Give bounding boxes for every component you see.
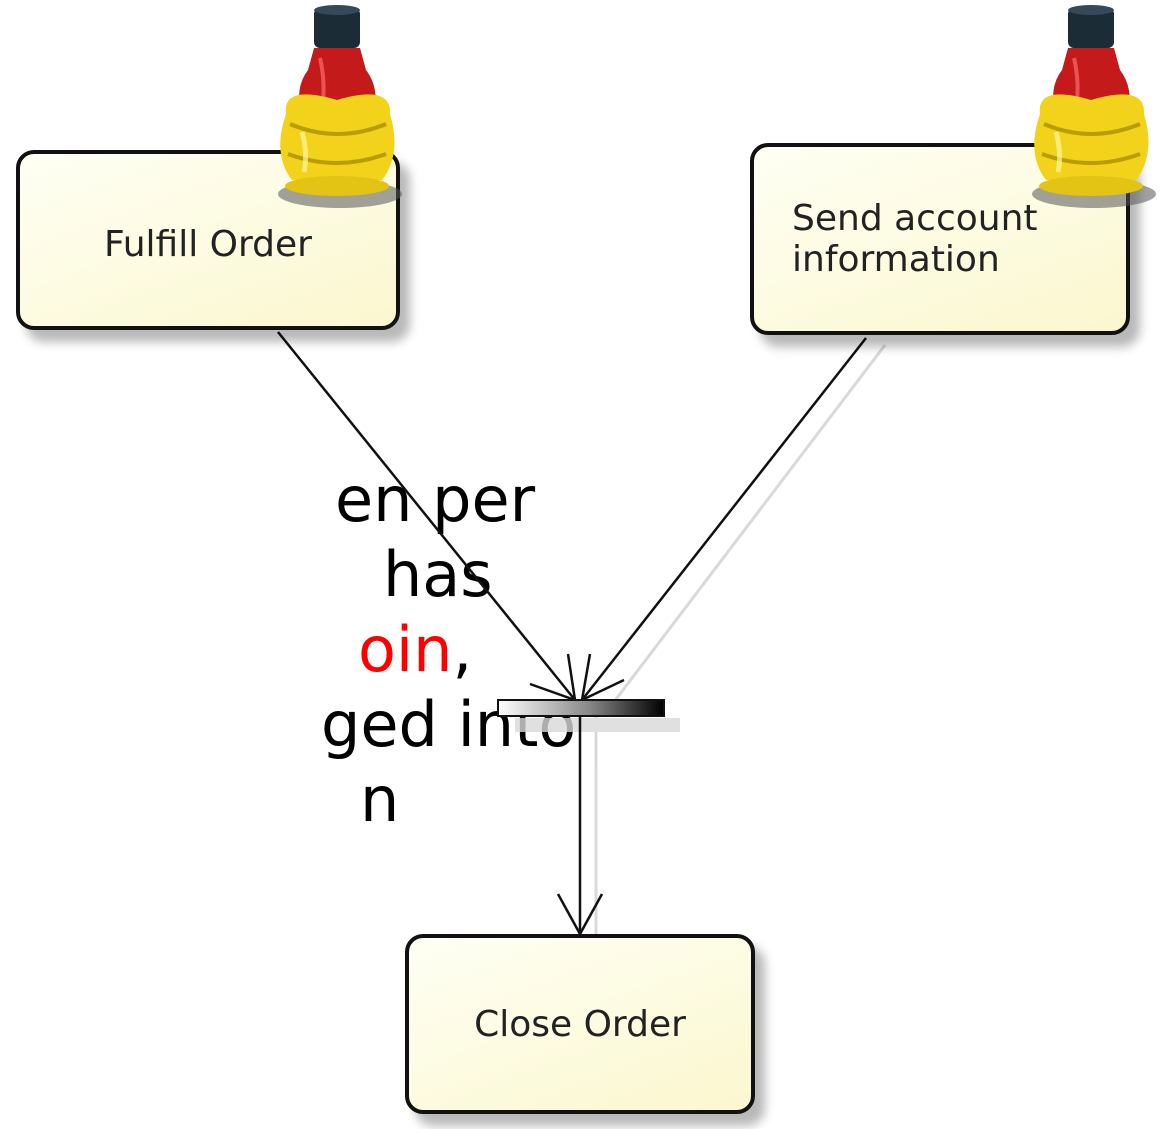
bottle-token-icon xyxy=(1032,5,1156,208)
activity-label: Send account information xyxy=(792,198,1038,280)
flow-shadows xyxy=(515,344,887,945)
join-highlight: oin xyxy=(358,613,453,686)
activity-label: Close Order xyxy=(474,1003,686,1045)
flow-fulfill-to-join xyxy=(277,331,577,702)
flow-send-to-join xyxy=(580,337,867,703)
bottle-token-icon xyxy=(278,5,402,208)
slide-text-line-3: oin, xyxy=(358,612,472,687)
activity-close-order[interactable]: Close Order xyxy=(405,934,755,1114)
slide-text-line-5: n xyxy=(360,763,400,836)
slide-text-line-1: en per xyxy=(335,463,536,536)
activity-label: Fulfill Order xyxy=(104,223,312,265)
slide-text-comma: , xyxy=(452,613,473,686)
join-bar xyxy=(497,699,665,717)
